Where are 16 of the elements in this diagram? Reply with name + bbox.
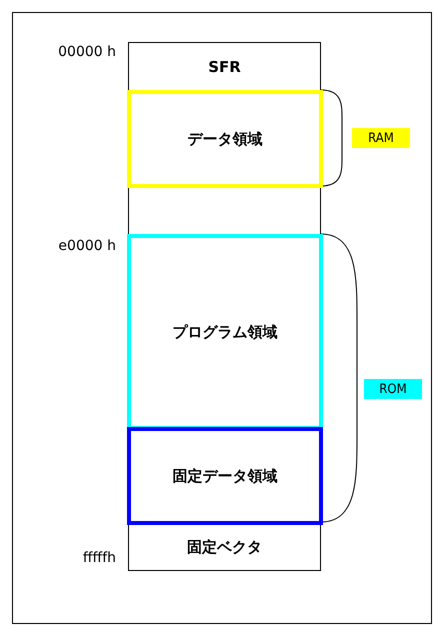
region-label: データ領域 <box>188 130 262 148</box>
address-label: e0000 h <box>57 238 116 254</box>
region-label: 固定データ領域 <box>172 466 278 486</box>
address-label: fffffh <box>82 550 116 566</box>
memory-region <box>127 427 323 525</box>
region-tag <box>352 128 410 148</box>
region-label: 固定ベクタ <box>187 538 262 556</box>
tag-label: RAM <box>368 130 394 146</box>
region-tag <box>364 379 422 399</box>
tag-label: ROM <box>379 382 407 396</box>
memory-region <box>127 90 323 188</box>
region-label: SFR <box>208 58 241 76</box>
region-label: プログラム領域 <box>172 322 278 342</box>
memory-region <box>127 234 323 430</box>
address-label: 00000 h <box>57 44 116 60</box>
memory-map-column <box>128 42 321 571</box>
